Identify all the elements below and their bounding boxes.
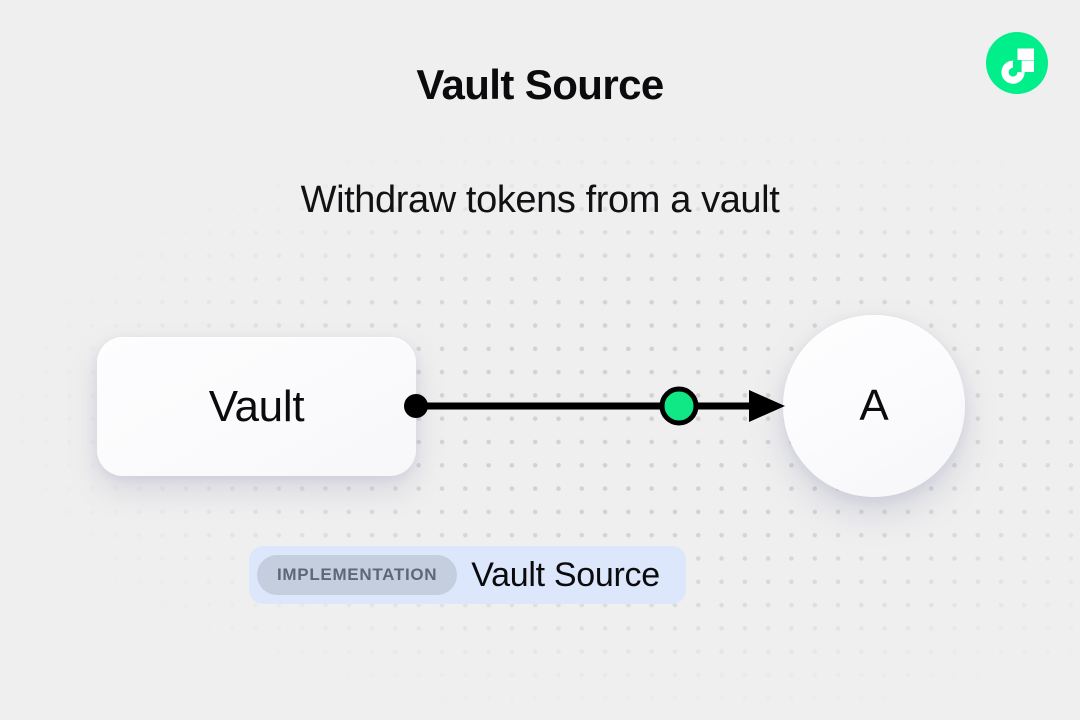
edge-midpoint-node[interactable]	[659, 386, 699, 426]
node-a[interactable]: A	[783, 315, 965, 497]
edge-arrowhead	[749, 390, 785, 422]
flow-logo[interactable]	[986, 32, 1048, 94]
implementation-bar: IMPLEMENTATION Vault Source	[249, 546, 686, 604]
node-a-label: A	[859, 381, 889, 430]
implementation-name: Vault Source	[471, 555, 660, 594]
node-vault-label: Vault	[208, 381, 305, 431]
page-title: Vault Source	[416, 61, 664, 108]
edge-source-handle[interactable]	[404, 394, 428, 418]
page-subtitle: Withdraw tokens from a vault	[300, 179, 780, 221]
implementation-badge: IMPLEMENTATION	[257, 555, 458, 595]
node-vault[interactable]: Vault	[97, 337, 416, 476]
